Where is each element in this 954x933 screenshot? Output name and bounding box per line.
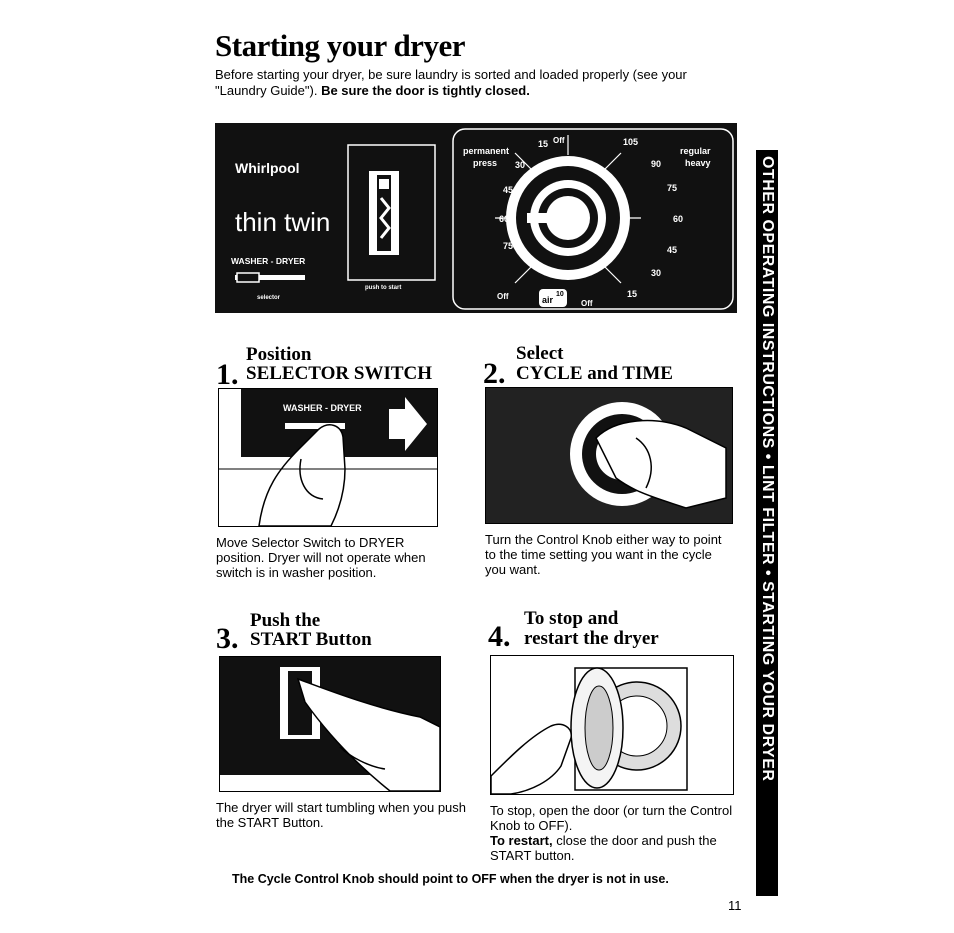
step-4-restart-bold: To restart, [490, 833, 553, 848]
control-panel-svg: Whirlpool thin twin WASHER - DRYER selec… [231, 128, 734, 310]
step-3-line2: START Button [250, 629, 372, 650]
control-panel-illustration: Whirlpool thin twin WASHER - DRYER selec… [215, 123, 737, 313]
dial-ticks [495, 135, 641, 284]
dial-mark-15-left: 15 [538, 139, 548, 149]
dial-mark-45-right: 45 [667, 245, 677, 255]
dial-mark-105: 105 [623, 137, 638, 147]
timer-dial-frame [452, 128, 734, 310]
dial-mark-75-left: 75 [503, 241, 513, 251]
step-2-line2: CYCLE and TIME [516, 363, 673, 384]
step-1-line2: SELECTOR SWITCH [246, 363, 433, 384]
step-1-line1: Position [246, 344, 312, 365]
dial-mark-30-right: 30 [651, 268, 661, 278]
step-1-number: 1. [216, 358, 239, 391]
step-4-line1: To stop and [524, 608, 619, 629]
footer-note: The Cycle Control Knob should point to O… [232, 872, 669, 886]
intro-text: Before starting your dryer, be sure laun… [215, 67, 687, 98]
step-4-description: To stop, open the door (or turn the Cont… [490, 803, 733, 833]
step-3-image [219, 656, 441, 792]
step-2-number: 2. [483, 357, 506, 390]
step-3-line1: Push the [250, 610, 321, 631]
step-1-panel-label: WASHER - DRYER [283, 403, 362, 413]
page-title: Starting your dryer [215, 28, 465, 63]
dial-press: press [473, 158, 497, 168]
dial-mark-30-left: 30 [515, 160, 525, 170]
brand-logo: Whirlpool [235, 160, 300, 176]
dial-off-top: Off [553, 136, 565, 145]
model-logo: thin twin [235, 207, 330, 237]
step-1-description: Move Selector Switch to DRYER position. … [216, 535, 426, 580]
step-4-line2: restart the dryer [524, 628, 659, 649]
hand-icon [258, 424, 346, 526]
pointing-hand-icon [296, 677, 440, 791]
dial-permanent: permanent [463, 146, 509, 156]
step-2-image [485, 387, 733, 524]
selector-knob-icon [236, 272, 260, 283]
dial-mark-15-right: 15 [627, 289, 637, 299]
dial-off-bottom-left: Off [497, 292, 509, 301]
dial-mark-75-right: 75 [667, 183, 677, 193]
dial-mark-45-left: 45 [503, 185, 513, 195]
step-2-description: Turn the Control Knob either way to poin… [485, 532, 722, 577]
step-4-restart-text: close the door and push the START button… [490, 833, 717, 863]
dial-off-bottom: Off [581, 299, 593, 308]
start-button-frame [347, 144, 436, 281]
page-number: 11 [728, 898, 742, 913]
step-2-line1: Select [516, 343, 564, 364]
step-3-description: The dryer will start tumbling when you p… [216, 800, 467, 830]
selector-switch-icon [235, 275, 305, 280]
push-to-start-label: push to start [365, 285, 401, 291]
dial-heavy: heavy [685, 158, 711, 168]
dial-regular: regular [680, 146, 711, 156]
step-4-restart: To restart, close the door and push the … [490, 833, 742, 863]
hand-turning-knob-icon [595, 419, 727, 509]
intro-paragraph: Before starting your dryer, be sure laun… [215, 67, 735, 99]
panel-selector-label: selector [257, 295, 281, 301]
intro-bold: Be sure the door is tightly closed. [321, 83, 530, 98]
dial-mark-10: 10 [556, 291, 564, 298]
dial-air: air [542, 295, 554, 305]
hand-opening-door-icon [491, 723, 572, 794]
section-sidebar-tab: OTHER OPERATING INSTRUCTIONS • LINT FILT… [756, 150, 778, 896]
sidebar-label: OTHER OPERATING INSTRUCTIONS • LINT FILT… [759, 156, 776, 782]
step-1-image: WASHER - DRYER [218, 388, 438, 527]
dial-mark-60-right: 60 [673, 214, 683, 224]
arrow-right-icon [389, 397, 427, 451]
step-3-number: 3. [216, 622, 239, 655]
step-4-number: 4. [488, 620, 511, 653]
step-4-image [490, 655, 734, 795]
panel-washer-dryer: WASHER - DRYER [231, 256, 305, 266]
dial-mark-60-left: 60 [499, 214, 509, 224]
dial-mark-90: 90 [651, 159, 661, 169]
